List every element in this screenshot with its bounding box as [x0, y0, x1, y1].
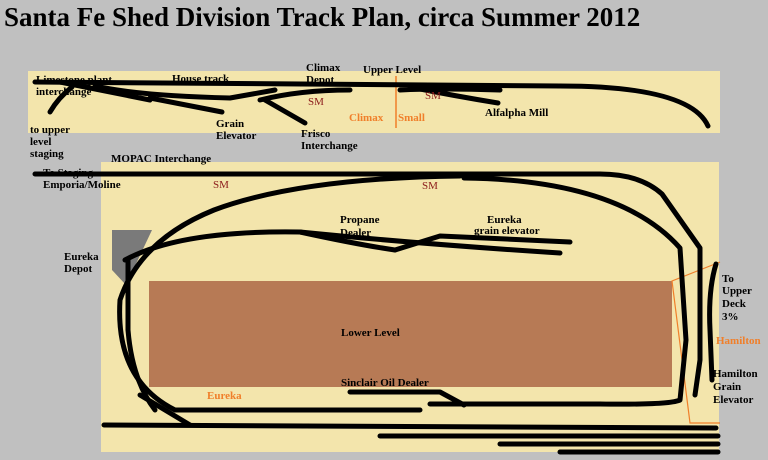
label-propane-1: Propane: [340, 214, 380, 226]
label-climax-depot-1: Climax: [306, 62, 341, 74]
label-propane-2: Dealer: [340, 227, 372, 239]
label-eureka-depot-2: Depot: [64, 263, 93, 275]
label-sm-upper-east: SM: [425, 90, 441, 102]
sinclair-siding: [347, 389, 467, 408]
lower-front-track: [137, 392, 193, 428]
label-grain-elevator-1: Grain: [216, 118, 245, 130]
label-frisco-2: Interchange: [301, 140, 358, 152]
label-hamilton-grain-1: Hamilton: [713, 368, 758, 380]
label-frisco-1: Frisco: [301, 128, 331, 140]
label-to-upper-4: 3%: [722, 311, 739, 323]
label-upper-level: Upper Level: [363, 64, 422, 76]
label-sm-mopac: SM: [213, 179, 229, 191]
mopac-interchange-track: [32, 171, 703, 398]
label-sm-lower-east: SM: [422, 180, 438, 192]
label-hamilton-town: Hamilton: [716, 335, 761, 347]
label-sinclair-oil: Sinclair Oil Dealer: [341, 377, 429, 389]
label-to-upper-2: Upper: [722, 285, 752, 297]
label-eureka-grain-1: Eureka: [487, 214, 522, 226]
front-mainline: [101, 422, 719, 431]
label-climax-town: Climax: [349, 112, 384, 124]
upper-staging-track: [47, 84, 75, 115]
label-lower-level: Lower Level: [341, 327, 400, 339]
label-climax-depot-2: Depot: [306, 74, 335, 86]
label-upper-staging-1: to upper: [30, 124, 71, 136]
label-to-staging-1: To Staging: [43, 167, 94, 179]
label-eureka-depot-1: Eureka: [64, 251, 99, 263]
grain-elevator-track: [147, 95, 225, 115]
label-small-town: Small: [398, 112, 425, 124]
label-limestone-plant: Limestone plant: [36, 74, 113, 86]
upper-mainline: [32, 79, 711, 129]
eureka-grain-elevator-track: [392, 233, 573, 253]
label-to-upper-1: To: [722, 273, 734, 285]
label-hamilton-grain-2: Grain: [713, 381, 742, 393]
frisco-siding: [257, 87, 353, 103]
house-track: [92, 83, 278, 101]
helix-divider-line: [671, 261, 721, 424]
page-title: Santa Fe Shed Division Track Plan, circa…: [4, 2, 641, 32]
label-hamilton-grain-3: Elevator: [713, 394, 754, 406]
label-eureka-town: Eureka: [207, 390, 242, 402]
label-sm-climax: SM: [308, 96, 324, 108]
label-mopac-interchange: MOPAC Interchange: [111, 153, 212, 165]
label-upper-staging-2: level: [30, 136, 52, 148]
lower-level-area: [149, 281, 672, 387]
helix-lead-track: [707, 261, 719, 383]
label-to-staging-2: Emporia/Moline: [43, 179, 121, 191]
label-house-track: House track: [172, 73, 230, 85]
label-upper-staging-3: staging: [30, 148, 64, 160]
label-to-upper-3: Deck: [722, 298, 746, 310]
east-return-track: [427, 175, 689, 407]
propane-dealer-track: [297, 229, 398, 253]
limestone-lead-track: [57, 79, 153, 103]
upper-siding-east: [397, 86, 503, 93]
label-alfalpha-mill: Alfalpha Mill: [485, 107, 549, 119]
label-grain-elevator-2: Elevator: [216, 130, 257, 142]
frisco-interchange-track: [262, 97, 308, 126]
lower-mainline-loop: [117, 173, 463, 413]
label-eureka-grain-2: grain elevator: [474, 225, 540, 237]
label-limestone-interchange: interchange: [36, 86, 92, 98]
